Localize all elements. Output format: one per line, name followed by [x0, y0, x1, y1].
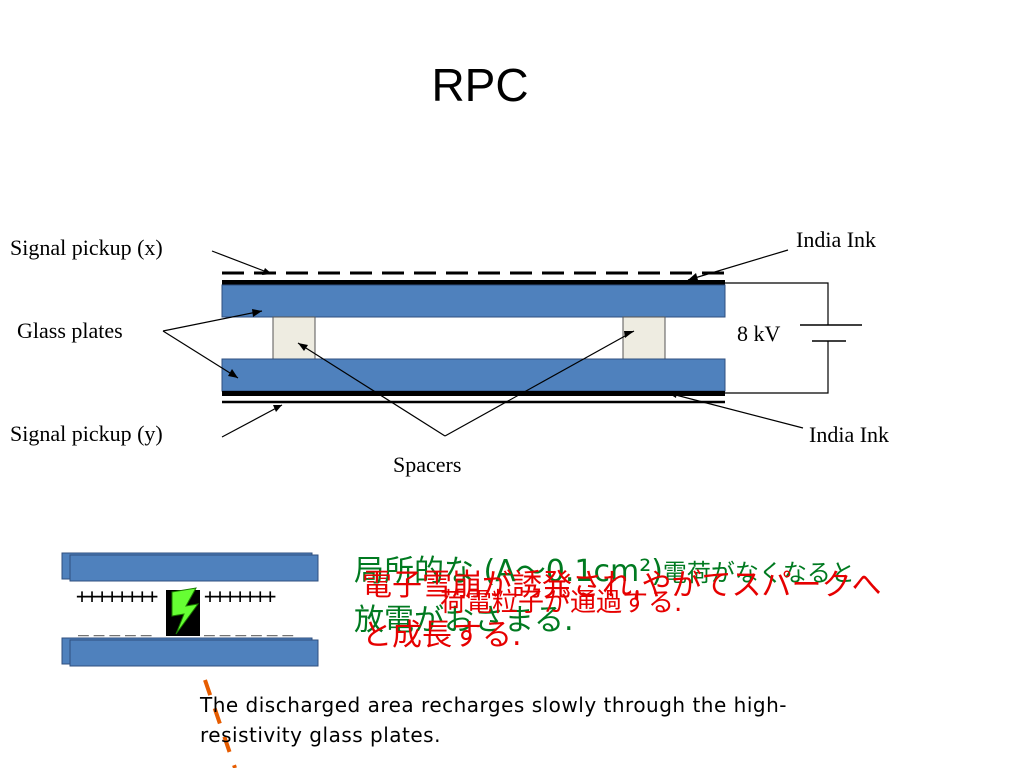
red-dashed-line [203, 679, 237, 768]
spacer-left [272, 316, 316, 360]
caption-text: The discharged area recharges slowly thr… [200, 693, 787, 747]
note-red-line1: 電子雪崩が誘発され,やがてスパークへ [362, 568, 882, 603]
glass-plate-top [221, 284, 726, 318]
label-india-ink-top: India Ink [796, 227, 877, 252]
india-ink-top [222, 280, 725, 285]
small-glass-top [69, 554, 319, 582]
note-green-main: 局所的な (A～0.1cm²) [354, 554, 663, 589]
leader-lines [162, 249, 804, 438]
spark-bolt [171, 587, 200, 635]
plus-charges-left: ++++++++ [76, 584, 158, 608]
arrowheads [228, 268, 698, 412]
label-glass-plates: Glass plates [17, 318, 123, 343]
minus-charges-right: _ _ _ _ _ _ [204, 616, 293, 637]
label-india-ink-bottom: India Ink [809, 422, 890, 447]
note-green-line1: 局所的な (A～0.1cm²)電荷がなくなると [354, 546, 855, 590]
note-green-line2: 放電がおさまる. [354, 603, 574, 638]
note-red-overlay: 荷電粒子が通過する. [440, 588, 683, 618]
minus-charges-left: _ _ _ _ _ [78, 616, 152, 637]
label-voltage: 8 kV [737, 321, 781, 346]
label-spacers: Spacers [393, 452, 462, 477]
hv-wire-bottom [725, 341, 829, 394]
page-title: RPC [431, 59, 529, 111]
spacer-right [622, 316, 666, 360]
small-glass-bottom [69, 639, 319, 667]
glass-plate-bottom [221, 358, 726, 392]
note-green-suffix: 電荷がなくなると [662, 559, 855, 587]
india-ink-bottom [222, 391, 725, 396]
plus-charges-right: +++++++ [204, 584, 276, 608]
note-red-line2: と成長する. [362, 618, 522, 653]
label-signal-pickup-y: Signal pickup (y) [10, 421, 163, 446]
label-signal-pickup-x: Signal pickup (x) [10, 235, 163, 260]
hv-wire [725, 282, 829, 325]
